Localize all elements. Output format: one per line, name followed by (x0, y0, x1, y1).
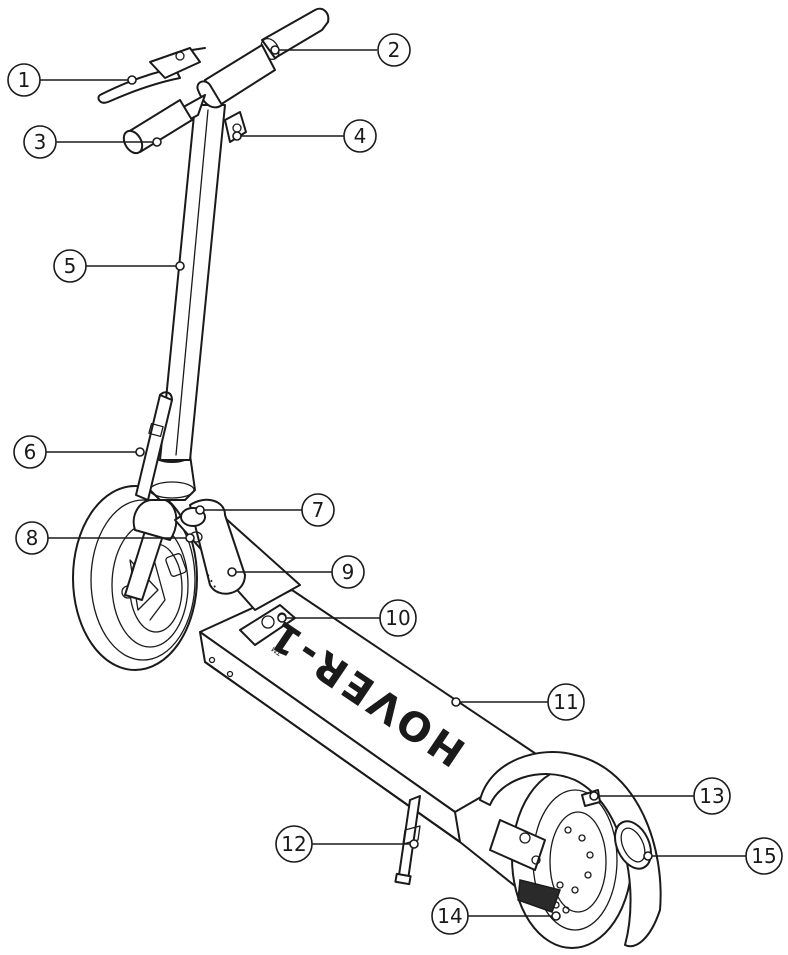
callout-label-4: 4 (354, 124, 367, 148)
callout-label-7: 7 (312, 498, 325, 522)
callout-dot-6 (136, 448, 144, 456)
callout-label-9: 9 (342, 560, 355, 584)
callout-dot-4 (233, 132, 241, 140)
callouts-layer: 1 2 3 4 5 6 7 8 (8, 34, 782, 934)
callout-dot-15 (644, 852, 652, 860)
callout-dot-8 (186, 534, 194, 542)
callout-dot-12 (410, 840, 418, 848)
callout-dot-1 (128, 76, 136, 84)
callout-dot-5 (176, 262, 184, 270)
callout-dot-11 (452, 698, 460, 706)
callout-label-11: 11 (553, 690, 578, 714)
callout-dot-9 (228, 568, 236, 576)
callout-label-10: 10 (385, 606, 410, 630)
callout-label-8: 8 (26, 526, 39, 550)
callout-dot-7 (196, 506, 204, 514)
callout-label-15: 15 (751, 844, 776, 868)
callout-label-2: 2 (388, 38, 401, 62)
callout-label-14: 14 (437, 904, 462, 928)
callout-label-13: 13 (699, 784, 724, 808)
callout-label-6: 6 (24, 440, 37, 464)
callout-dot-3 (153, 138, 161, 146)
callout-dot-10 (278, 614, 286, 622)
callout-label-3: 3 (34, 130, 47, 154)
callout-label-1: 1 (18, 68, 31, 92)
callout-label-12: 12 (281, 832, 306, 856)
callout-dot-2 (271, 46, 279, 54)
callout-dot-14 (552, 912, 560, 920)
brake-lever (98, 48, 205, 103)
callout-dot-13 (590, 792, 598, 800)
callout-label-5: 5 (64, 254, 77, 278)
